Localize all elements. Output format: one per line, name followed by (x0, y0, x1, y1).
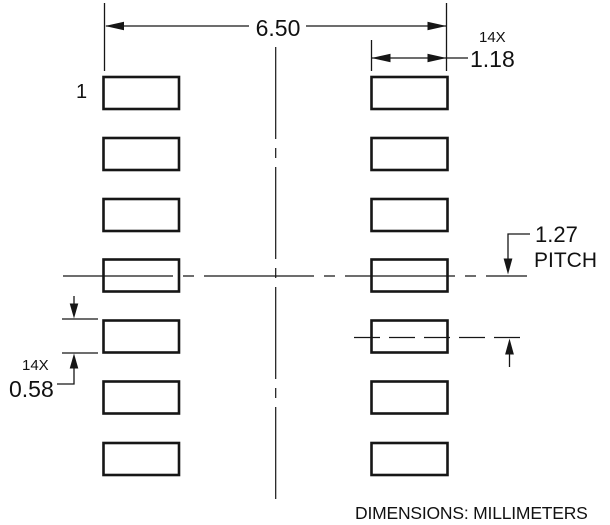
dim-650-arrow-right (427, 21, 447, 31)
dim-118-arrow-right (427, 53, 447, 63)
pad-rect (370, 380, 449, 415)
pitch-arrow-down (503, 258, 513, 275)
pad-height-value: 0.58 (9, 376, 54, 402)
pad-rect (370, 258, 449, 293)
pitch-value: 1.27 (535, 222, 578, 247)
pad-rect (102, 197, 181, 233)
pad-rect (102, 258, 181, 293)
pitch-arrow-up (505, 338, 514, 355)
dim-650-arrow-left (105, 21, 124, 31)
dim-118-arrow-left (371, 53, 391, 63)
pad-height-arrow-up (69, 353, 79, 369)
pad-rect (370, 136, 449, 172)
pad-rect (370, 75, 449, 111)
pad-height-arrow-down (69, 303, 79, 319)
pitch-leader (507, 233, 530, 261)
overall-width-value: 6.50 (255, 15, 301, 41)
pad-rect (102, 136, 181, 172)
pad-height-qty: 14X (22, 357, 49, 374)
pad-rect (370, 441, 449, 477)
pad-width-value: 1.18 (470, 46, 515, 72)
pitch-word: PITCH (534, 249, 597, 272)
pad-rect (102, 441, 181, 477)
pad-width-qty: 14X (479, 29, 506, 46)
pad-rect (102, 75, 181, 111)
pad-height-leader (57, 366, 75, 385)
pads-layer (102, 75, 449, 477)
pad-rect (102, 319, 181, 354)
pad-rect (102, 380, 181, 415)
pad-rect (370, 197, 449, 233)
units-note: DIMENSIONS: MILLIMETERS (355, 503, 588, 523)
pad-rect (370, 319, 449, 354)
pin1-label: 1 (76, 81, 88, 103)
